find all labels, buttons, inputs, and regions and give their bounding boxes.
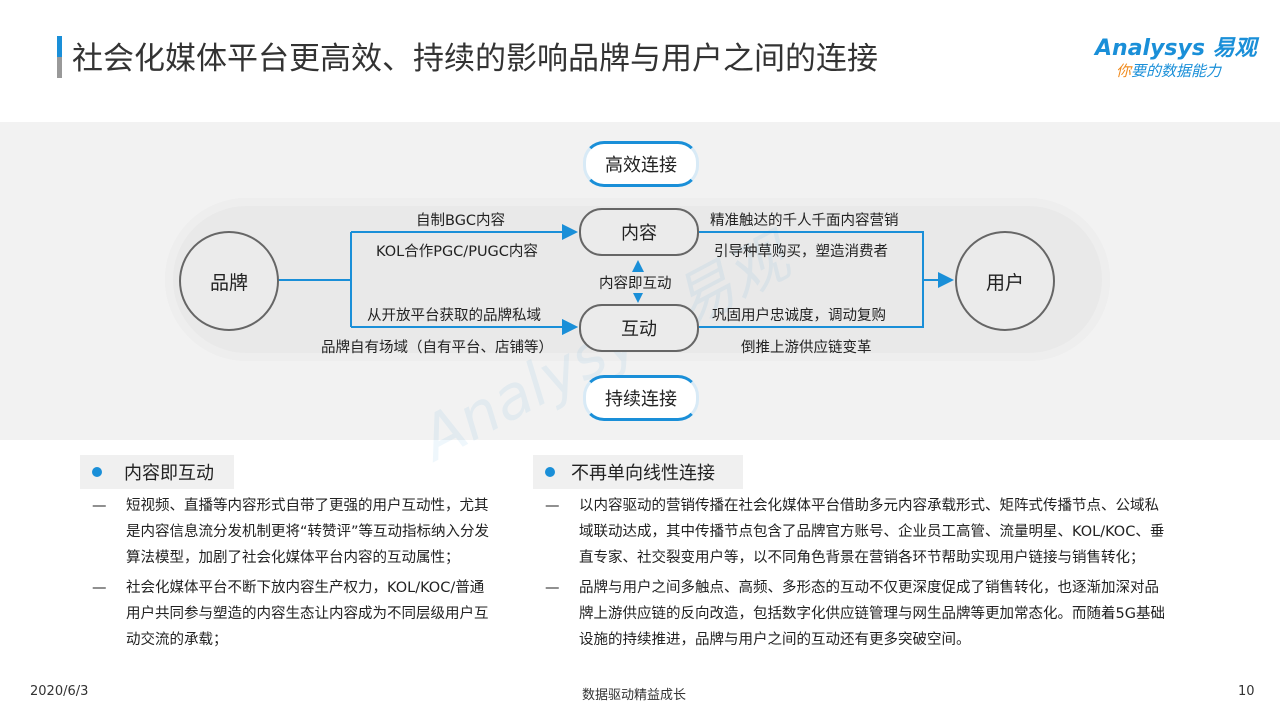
list-item: — 社会化媒体平台不断下放内容生产权力，KOL/KOC/普通用户共同参与塑造的内容… <box>80 575 490 653</box>
brand-to-nodes-line <box>278 231 576 327</box>
logo-slogan-rest: 要的数据能力 <box>1131 62 1222 80</box>
left-section: 内容即互动 — 短视频、直播等内容形式自带了更强的用户互动性，尤其是内容信息流分发… <box>80 455 490 653</box>
label-guide: 引导种草购买，塑造消费者 <box>714 244 888 260</box>
logo-slogan: 你要的数据能力 <box>1116 60 1221 81</box>
list-item: — 以内容驱动的营销传播在社会化媒体平台借助多元内容承载形式、矩阵式传播节点、公域… <box>533 493 1169 571</box>
heading-text: 不再单向线性连接 <box>571 463 715 484</box>
bullet-icon <box>92 467 102 477</box>
left-section-heading: 内容即互动 <box>80 455 234 489</box>
label-content-is-interaction: 内容即互动 <box>599 272 672 293</box>
label-supply-chain: 倒推上游供应链变革 <box>741 340 872 356</box>
label-kol: KOL合作PGC/PUGC内容 <box>376 244 538 260</box>
sustained-link-badge: 持续连接 <box>583 375 699 421</box>
right-section: 不再单向线性连接 — 以内容驱动的营销传播在社会化媒体平台借助多元内容承载形式、矩… <box>533 455 1169 653</box>
page-number: 10 <box>1238 684 1255 699</box>
page-title: 社会化媒体平台更高效、持续的影响品牌与用户之间的连接 <box>72 41 878 77</box>
logo-brand: Analysys 易观 <box>1095 36 1257 61</box>
content-node: 内容 <box>579 208 699 256</box>
dash: — <box>545 580 560 596</box>
nodes-to-user-line <box>698 231 952 328</box>
list-item: — 品牌与用户之间多触点、高频、多形态的互动不仅更深度促成了销售转化，也逐渐加深对… <box>533 575 1169 653</box>
label-bgc: 自制BGC内容 <box>416 213 506 229</box>
label-owned-field: 品牌自有场域（自有平台、店铺等） <box>321 340 553 356</box>
user-circle: 用户 <box>955 231 1055 331</box>
label-private-domain: 从开放平台获取的品牌私域 <box>367 308 541 324</box>
label-loyalty: 巩固用户忠诚度，调动复购 <box>712 308 886 324</box>
item-text: 以内容驱动的营销传播在社会化媒体平台借助多元内容承载形式、矩阵式传播节点、公域私… <box>579 498 1165 566</box>
item-text: 社会化媒体平台不断下放内容生产权力，KOL/KOC/普通用户共同参与塑造的内容生… <box>126 580 489 648</box>
title-accent-bar <box>57 36 62 78</box>
bullet-icon <box>545 467 555 477</box>
interaction-node: 互动 <box>579 304 699 352</box>
heading-text: 内容即互动 <box>124 463 214 484</box>
efficient-link-badge: 高效连接 <box>583 141 699 187</box>
list-item: — 短视频、直播等内容形式自带了更强的用户互动性，尤其是内容信息流分发机制更将“转… <box>80 493 490 571</box>
dash: — <box>92 498 107 514</box>
footer-date: 2020/6/3 <box>30 684 89 699</box>
brand-circle: 品牌 <box>179 231 279 331</box>
dash: — <box>545 498 560 514</box>
item-text: 短视频、直播等内容形式自带了更强的用户互动性，尤其是内容信息流分发机制更将“转赞… <box>126 498 490 566</box>
label-precision: 精准触达的千人千面内容营销 <box>710 213 899 229</box>
dash: — <box>92 580 107 596</box>
logo-slogan-first: 你 <box>1116 62 1132 80</box>
item-text: 品牌与用户之间多触点、高频、多形态的互动不仅更深度促成了销售转化，也逐渐加深对品… <box>579 580 1165 648</box>
footer-slogan: 数据驱动精益成长 <box>582 688 687 703</box>
right-section-heading: 不再单向线性连接 <box>533 455 743 489</box>
